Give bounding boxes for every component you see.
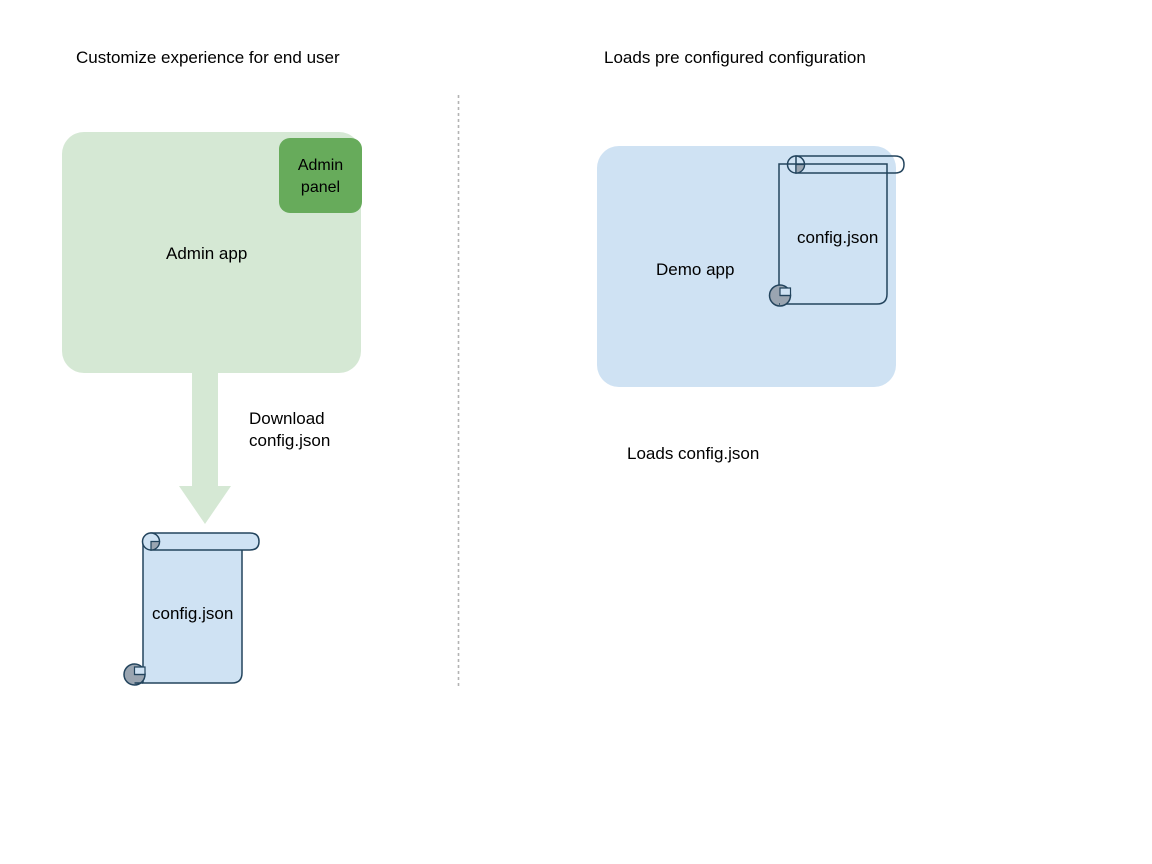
right-config-document-icon[interactable]	[768, 155, 905, 307]
left-document-label: config.json	[152, 604, 234, 623]
left-panel-title: Customize experience for end user	[76, 48, 340, 67]
demo-app-label: Demo app	[656, 260, 735, 279]
download-arrow-icon	[179, 373, 231, 524]
admin-panel-chip-label: Admin panel	[279, 155, 362, 199]
right-document-label: config.json	[797, 228, 879, 247]
right-document-body	[778, 163, 888, 305]
left-document-top-roll	[150, 532, 260, 551]
right-document-top-roll	[795, 155, 905, 174]
right-document-top-roll-shade	[795, 163, 806, 174]
download-arrow-label: Download config.json	[249, 408, 330, 452]
admin-panel-chip-label-line1: Admin	[297, 157, 344, 174]
left-document-top-roll-shade	[150, 540, 161, 551]
left-config-document-icon[interactable]	[123, 532, 260, 686]
loads-config-caption: Loads config.json	[627, 444, 760, 463]
right-panel-title: Loads pre configured configuration	[604, 48, 866, 67]
left-document-body	[142, 540, 243, 684]
demo-app-box[interactable]	[597, 146, 896, 387]
download-arrow-label-line2: config.json	[249, 431, 331, 450]
admin-panel-chip-label-line2: panel	[300, 179, 341, 196]
admin-panel-chip[interactable]	[279, 138, 362, 213]
left-document-bottom-roll-notch	[133, 666, 146, 676]
admin-app-label: Admin app	[166, 244, 248, 263]
download-arrow-label-line1: Download	[249, 409, 325, 428]
right-document-bottom-roll-notch	[779, 287, 792, 297]
